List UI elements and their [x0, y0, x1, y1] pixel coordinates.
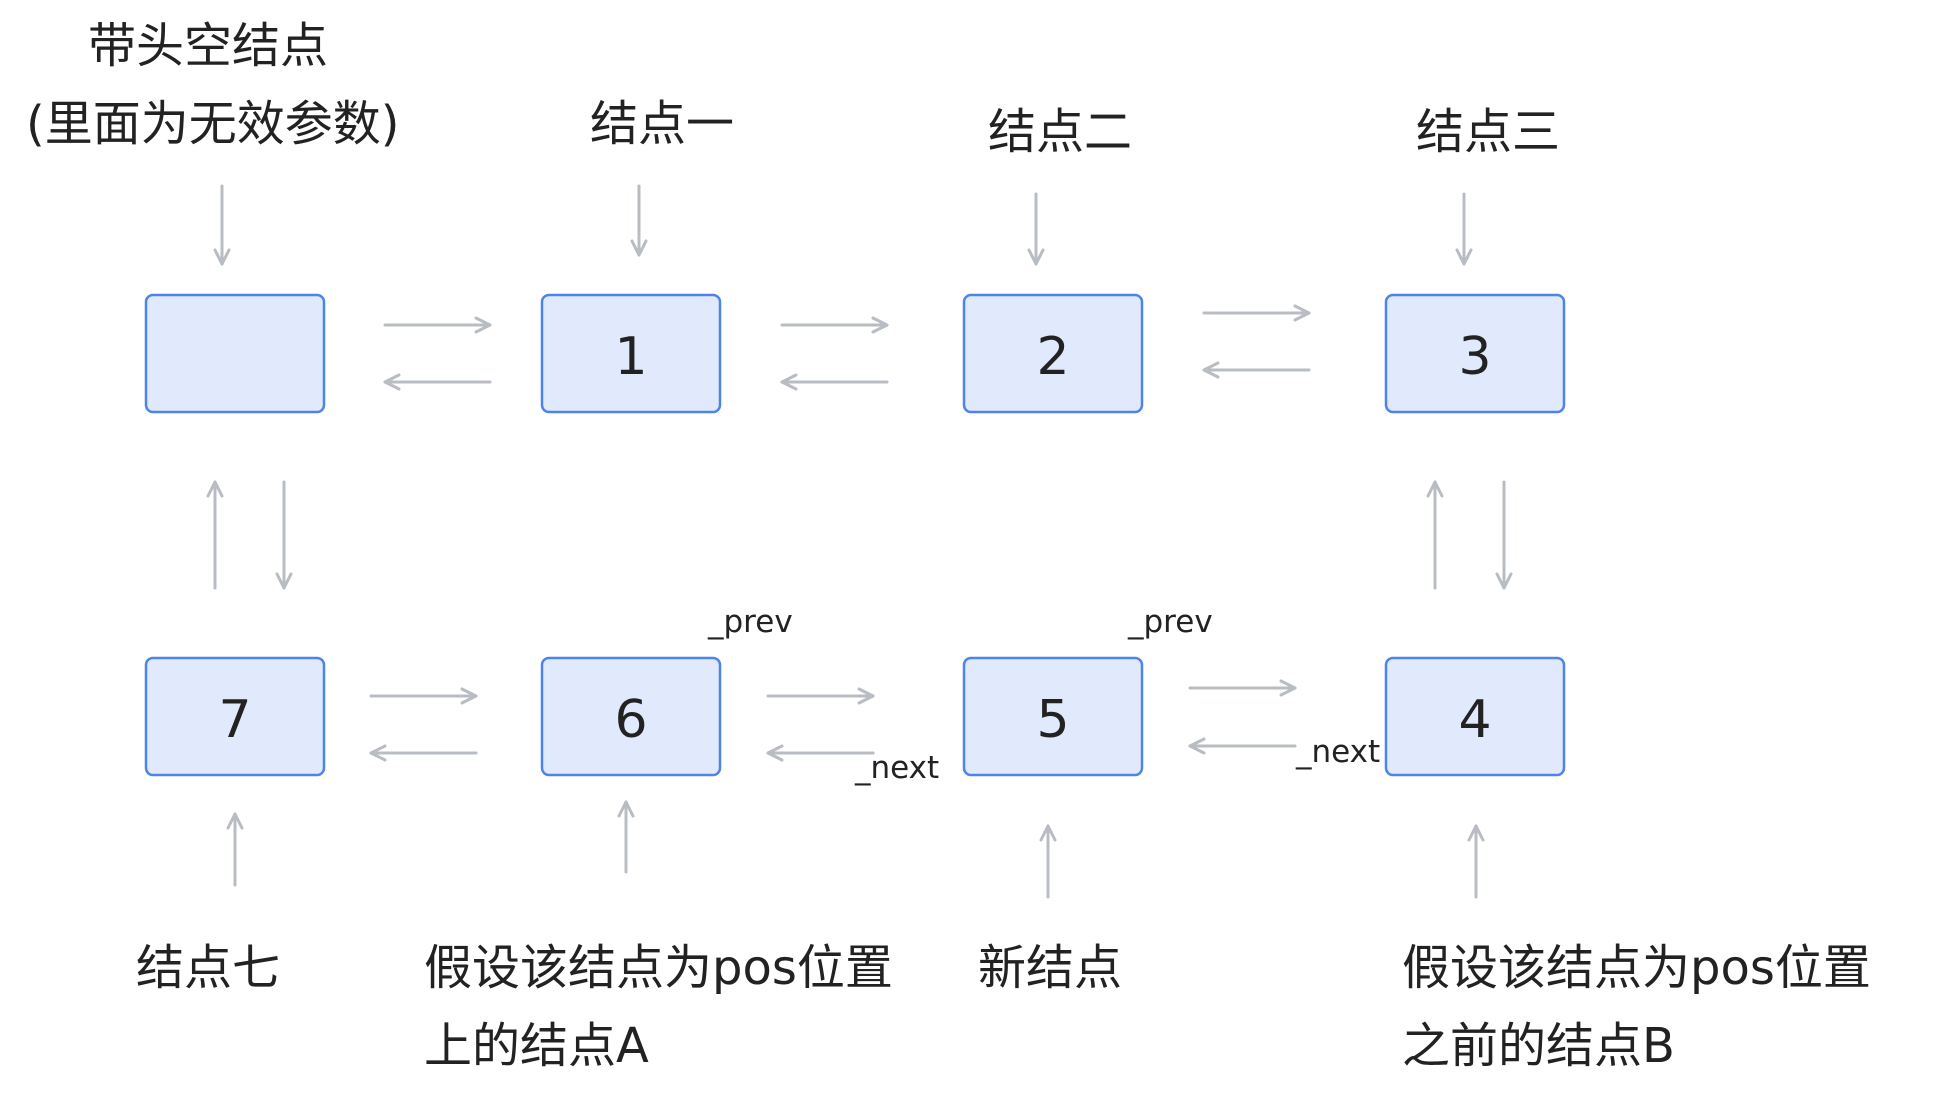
prev-label-5: _prev: [1127, 604, 1213, 640]
node1-label: 结点一: [590, 96, 734, 152]
node-6: 6: [540, 656, 722, 777]
node-4-value: 4: [1458, 690, 1491, 750]
pos-a-label-cont: 上的结点A: [424, 1018, 649, 1074]
node-1-value: 1: [614, 327, 647, 387]
node-7-value: 7: [218, 690, 251, 750]
node-3: 3: [1384, 293, 1566, 414]
head-node-note: (里面为无效参数): [26, 96, 399, 152]
node-7: 7: [144, 656, 326, 777]
head-node-label: 带头空结点: [88, 18, 328, 74]
node-2: 2: [962, 293, 1144, 414]
node-2-value: 2: [1036, 327, 1069, 387]
head-node: [144, 293, 326, 414]
node-6-value: 6: [614, 690, 647, 750]
node-4: 4: [1384, 656, 1566, 777]
node-1: 1: [540, 293, 722, 414]
next-label-5: _next: [854, 750, 939, 786]
new-node-label: 新结点: [978, 940, 1122, 996]
prev-label-6: _prev: [707, 604, 793, 640]
next-label-4: _next: [1295, 734, 1380, 770]
pos-a-label: 假设该结点为pos位置: [424, 940, 893, 996]
node-5-value: 5: [1036, 690, 1069, 750]
node7-label: 结点七: [136, 940, 280, 996]
node-5: 5: [962, 656, 1144, 777]
pos-b-label-cont: 之前的结点B: [1402, 1018, 1675, 1074]
pos-b-label: 假设该结点为pos位置: [1402, 940, 1871, 996]
node3-label: 结点三: [1416, 104, 1560, 160]
node-3-value: 3: [1458, 327, 1491, 387]
node2-label: 结点二: [988, 104, 1132, 160]
